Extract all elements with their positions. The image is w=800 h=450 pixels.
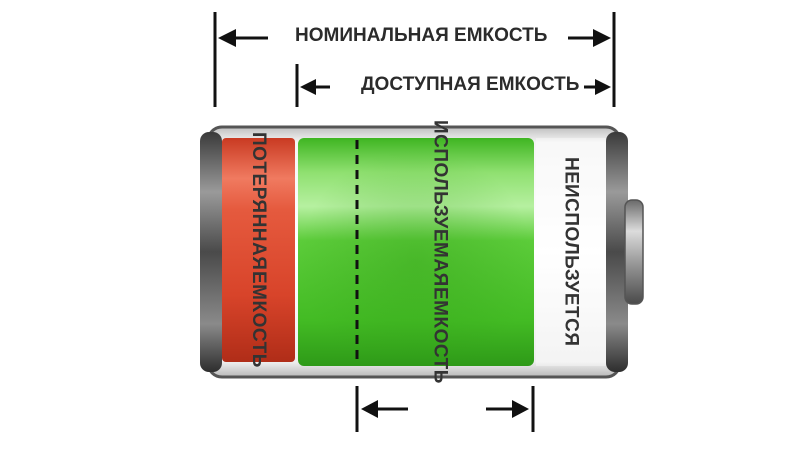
unused-label-line2: ИСПОЛЬЗУЕТСЯ xyxy=(558,184,585,347)
available-right-arrowhead xyxy=(595,79,611,95)
battery-cap-left xyxy=(200,132,222,372)
available-capacity-label: ДОСТУПНАЯ ЕМКОСТЬ xyxy=(358,74,582,96)
nominal-right-arrowhead xyxy=(593,29,611,47)
lost-capacity-label-line1: ПОТЕРЯННАЯ xyxy=(245,132,272,270)
lost-capacity-label-line2: ЕМКОСТЬ xyxy=(245,271,272,368)
used-right-arrowhead xyxy=(512,400,529,418)
nominal-left-arrowhead xyxy=(218,29,236,47)
used-capacity-label: ИСПОЛЬЗУЕМАЯ ЕМКОСТЬ xyxy=(390,140,490,364)
used-left-arrowhead xyxy=(361,400,378,418)
lost-capacity-label: ПОТЕРЯННАЯ ЕМКОСТЬ xyxy=(222,140,295,360)
used-capacity-dimension xyxy=(357,386,533,432)
battery-terminal xyxy=(625,200,643,304)
unused-label: НЕ ИСПОЛЬЗУЕТСЯ xyxy=(536,140,606,364)
available-left-arrowhead xyxy=(300,79,316,95)
used-capacity-label-line1: ИСПОЛЬЗУЕМАЯ xyxy=(427,120,454,287)
used-capacity-label-line2: ЕМКОСТЬ xyxy=(427,287,454,384)
nominal-capacity-label: НОМИНАЛЬНАЯ ЕМКОСТЬ xyxy=(292,25,550,47)
unused-label-line1: НЕ xyxy=(558,157,585,184)
